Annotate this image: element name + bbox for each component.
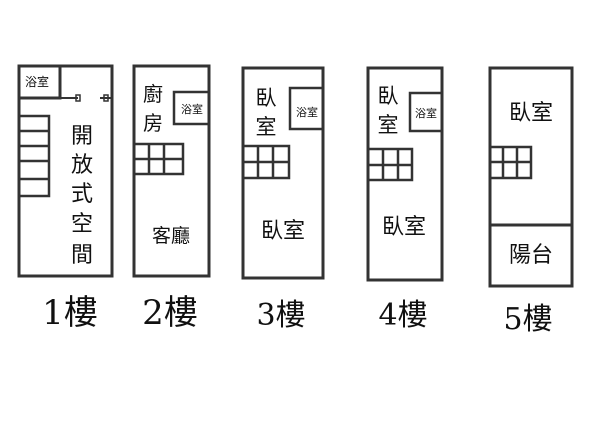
floor-5-caption: 5樓	[503, 302, 552, 337]
floor-3-caption: 3樓	[256, 298, 305, 333]
floor-2-bath-box	[172, 90, 211, 126]
floor-3-bedroom-label: 臥室	[261, 219, 305, 244]
floor-4-caption: 4樓	[378, 298, 427, 333]
floor-2-plan	[132, 64, 211, 278]
floor-2-outline	[132, 64, 211, 278]
floor-1-stairs	[19, 114, 51, 198]
floor-3-bath-box	[288, 86, 325, 131]
floor-3-stairs	[243, 144, 291, 180]
floor-4-bath-box	[408, 91, 444, 133]
floor-3-bedroom-small-label-1: 臥	[256, 86, 277, 110]
floor-4-bedroom-small-label-2: 室	[378, 113, 399, 137]
floor-1-caption: 1樓	[42, 293, 98, 333]
floor-4-outline	[366, 66, 444, 282]
floor-4-bath-label: 浴室	[415, 106, 437, 120]
floor-2-kitchen-label-2: 房	[143, 111, 163, 135]
floor-3-bedroom-small-label-2: 室	[256, 115, 277, 139]
floor-1-main-label-4: 空	[71, 212, 93, 237]
floor-3-plan	[241, 66, 325, 280]
floor-3-bath-label: 浴室	[296, 105, 318, 119]
floor-1-outline	[17, 64, 114, 278]
floor-2-living-label: 客廳	[152, 225, 190, 247]
floor-2-bath-label: 浴室	[181, 102, 203, 116]
floor-4-bedroom-label: 臥室	[382, 215, 426, 240]
floor-5-balcony-label: 陽台	[509, 243, 553, 268]
floor-2-caption: 2樓	[142, 293, 198, 333]
floor-1-bath-label: 浴室	[25, 74, 49, 89]
floor-4-stairs	[368, 147, 414, 182]
floor-4-bedroom-small-label-1: 臥	[378, 84, 399, 108]
floor-1-main-label-2: 放	[71, 153, 93, 178]
floor-5-plan	[488, 66, 574, 288]
floor-3-outline	[241, 66, 325, 280]
floor-5-bedroom-label: 臥室	[509, 101, 553, 126]
floor-5-stairs	[490, 145, 533, 180]
floor-1-main-label-5: 間	[71, 243, 93, 268]
floor-2-stairs	[134, 142, 185, 176]
floor-1-door-mark-left	[75, 94, 81, 102]
floor-1-main-label-1: 開	[71, 124, 93, 149]
floor-1-plan	[17, 64, 114, 278]
floor-1-main-label-3: 式	[71, 182, 93, 207]
floor-4-plan	[366, 66, 444, 282]
floor-1-door-mark-right	[103, 94, 109, 102]
floor-2-kitchen-label-1: 廚	[143, 82, 163, 106]
